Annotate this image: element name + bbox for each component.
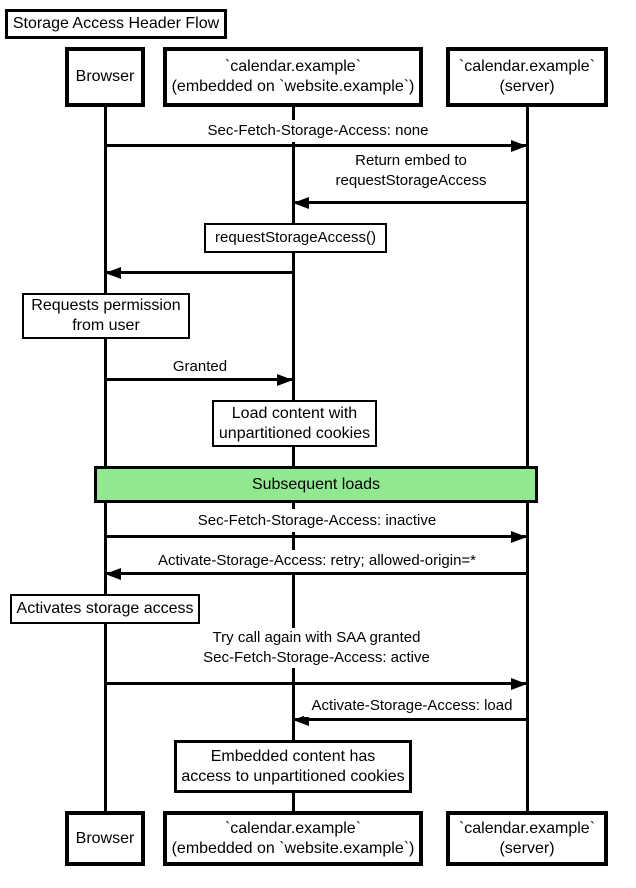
participant-server-bottom-line2: (server) [499, 839, 555, 857]
message-label-request-storage-access: requestStorageAccess() [204, 223, 387, 253]
arrow-line-5 [105, 535, 527, 538]
arrowhead-right-5 [511, 530, 527, 543]
participant-browser-label: Browser [75, 68, 135, 85]
message-return-embed-line1: Return embed to [355, 152, 467, 169]
arrow-line-4 [105, 378, 293, 381]
note-activates-storage-access-label: Activates storage access [16, 600, 194, 617]
arrow-line-3 [105, 271, 293, 274]
fragment-subsequent-loads-label: Subsequent loads [251, 475, 381, 493]
note-requests-permission: Requests permission from user [22, 293, 190, 339]
message-label-activate-load: Activate-Storage-Access: load [304, 694, 520, 717]
message-try-call-again-line2: Sec-Fetch-Storage-Access: active [203, 649, 430, 666]
note-requests-permission-line1: Requests permission [31, 297, 181, 314]
lifeline-embed [292, 107, 295, 813]
participant-embed-bottom: `calendar.example` (embedded on `website… [163, 811, 423, 866]
participant-embed-bottom-line1: `calendar.example` [224, 819, 362, 837]
participant-server-label-line1: `calendar.example` [458, 58, 596, 75]
arrow-line-6 [105, 572, 527, 575]
arrowhead-right-7 [511, 677, 527, 690]
lifeline-server [526, 107, 529, 813]
participant-server-bottom: `calendar.example` (server) [446, 811, 608, 866]
arrowhead-right-4 [277, 373, 293, 386]
arrow-line-2 [293, 201, 527, 204]
participant-server-label-line2: (server) [499, 78, 555, 95]
participant-browser-bottom-label: Browser [75, 829, 135, 847]
participant-browser-top: Browser [65, 47, 145, 107]
note-embedded-content-access-line1: Embedded content has [210, 747, 376, 765]
message-label-return-embed: Return embed to requestStorageAccess [329, 151, 493, 191]
arrow-line-7 [105, 682, 527, 685]
message-try-call-again-line1: Try call again with SAA granted [212, 629, 421, 646]
arrowhead-left-6 [105, 567, 121, 580]
participant-embed-label-line1: `calendar.example` [224, 58, 362, 75]
participant-embed-top: `calendar.example` (embedded on `website… [163, 47, 423, 107]
note-load-content: Load content with unpartitioned cookies [212, 400, 377, 447]
fragment-subsequent-loads: Subsequent loads [94, 466, 538, 503]
participant-embed-label-line2: (embedded on `website.example`) [171, 78, 415, 95]
message-label-sec-fetch-none: Sec-Fetch-Storage-Access: none [203, 120, 433, 142]
arrowhead-left-2 [293, 196, 309, 209]
arrow-line-1 [105, 144, 527, 147]
participant-browser-bottom: Browser [65, 811, 145, 866]
message-label-granted: Granted [170, 356, 230, 377]
note-requests-permission-line2: from user [72, 317, 140, 334]
note-embedded-content-access-line2: access to unpartitioned cookies [181, 767, 405, 785]
arrowhead-left-3 [105, 266, 121, 279]
arrowhead-right-1 [511, 139, 527, 152]
message-label-try-call-again: Try call again with SAA granted Sec-Fetc… [196, 628, 437, 668]
participant-server-bottom-line1: `calendar.example` [458, 819, 596, 837]
message-label-sec-fetch-inactive: Sec-Fetch-Storage-Access: inactive [192, 509, 442, 532]
note-embedded-content-access: Embedded content has access to unpartiti… [174, 740, 412, 793]
message-return-embed-line2: requestStorageAccess [335, 172, 487, 189]
diagram-title: Storage Access Header Flow [5, 9, 227, 39]
note-load-content-line1: Load content with [231, 404, 358, 422]
lifeline-browser [104, 107, 107, 813]
arrow-line-8 [293, 718, 527, 721]
participant-server-top: `calendar.example` (server) [446, 47, 608, 107]
message-label-activate-retry: Activate-Storage-Access: retry; allowed-… [147, 550, 487, 572]
note-activates-storage-access: Activates storage access [10, 594, 200, 624]
note-load-content-line2: unpartitioned cookies [218, 424, 371, 442]
participant-embed-bottom-line2: (embedded on `website.example`) [171, 839, 415, 857]
